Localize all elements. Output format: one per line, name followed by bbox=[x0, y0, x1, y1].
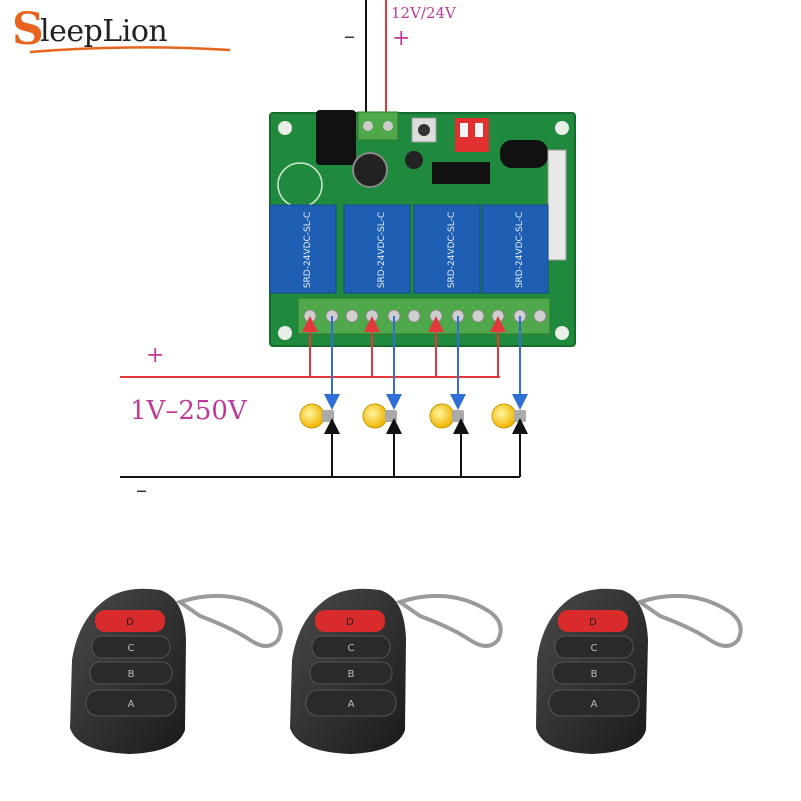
button-label: D bbox=[126, 617, 134, 628]
remote-button-b bbox=[309, 661, 393, 685]
relay-body bbox=[413, 204, 481, 294]
button-label: B bbox=[591, 669, 598, 680]
terminal-screw bbox=[363, 121, 373, 131]
remote-button-c bbox=[91, 635, 171, 659]
load-wires bbox=[324, 316, 528, 410]
remote-button-a bbox=[85, 689, 177, 717]
rf-receiver bbox=[500, 140, 548, 168]
remote-button-d bbox=[558, 610, 628, 632]
bulb-icon bbox=[299, 403, 334, 429]
output-terminal-block bbox=[297, 297, 551, 335]
supply-voltage-label: 12V/24V bbox=[391, 4, 456, 22]
brand-swoosh bbox=[30, 46, 230, 54]
bulb-icon bbox=[429, 403, 464, 429]
learn-button bbox=[411, 117, 437, 143]
brand-name: leepLion bbox=[40, 14, 168, 49]
button-label: B bbox=[128, 669, 135, 680]
supply-plus-label: + bbox=[392, 26, 411, 51]
relay-marking: SRD-24VDC-SL-C bbox=[447, 212, 457, 288]
relay-3: SRD-24VDC-SL-C bbox=[413, 204, 481, 294]
small-capacitor bbox=[405, 151, 423, 169]
keyring bbox=[635, 593, 743, 648]
button-label: C bbox=[591, 643, 598, 654]
supply-wires bbox=[358, 0, 394, 128]
load-minus-label: – bbox=[136, 478, 147, 503]
supply-minus-label: – bbox=[344, 24, 355, 49]
button-label: C bbox=[128, 643, 135, 654]
capacitor bbox=[352, 152, 388, 188]
remote-button-c bbox=[554, 635, 634, 659]
mount-hole bbox=[555, 326, 569, 340]
button-label: A bbox=[591, 699, 598, 710]
positive-load-wires bbox=[120, 316, 506, 378]
rf-antenna-board bbox=[547, 149, 567, 261]
remote-1: D C B A bbox=[70, 588, 283, 754]
learn-button-cap bbox=[418, 124, 430, 136]
bulb-icon bbox=[362, 403, 397, 429]
mount-hole bbox=[555, 121, 569, 135]
relay-body bbox=[343, 204, 411, 294]
remote-button-a bbox=[548, 689, 640, 717]
relay-body bbox=[481, 204, 549, 294]
dip-switch-toggle bbox=[460, 123, 468, 137]
relay-2: SRD-24VDC-SL-C bbox=[343, 204, 411, 294]
remote-button-b bbox=[552, 661, 636, 685]
relay-4: SRD-24VDC-SL-C bbox=[481, 204, 549, 294]
bulb-icon bbox=[491, 403, 526, 429]
light-bulbs bbox=[299, 403, 526, 429]
relay-board: SRD-24VDC-SL-C SRD-24VDC-SL-C SRD-24VDC-… bbox=[269, 110, 576, 347]
negative-return-wires bbox=[120, 418, 528, 478]
ic-chip bbox=[432, 162, 490, 184]
dip-switch-toggle bbox=[475, 123, 483, 137]
relay-body bbox=[269, 204, 337, 294]
remote-button-d bbox=[315, 610, 385, 632]
relay-1: SRD-24VDC-SL-C bbox=[269, 204, 337, 294]
button-label: A bbox=[348, 699, 355, 710]
load-plus-label: + bbox=[146, 343, 165, 368]
terminal-screw bbox=[383, 121, 393, 131]
keyring bbox=[175, 593, 283, 648]
button-label: D bbox=[589, 617, 597, 628]
button-label: D bbox=[346, 617, 354, 628]
relay-marking: SRD-24VDC-SL-C bbox=[303, 212, 313, 288]
dc-jack bbox=[316, 110, 356, 165]
load-voltage-range-label: 1V–250V bbox=[130, 396, 247, 426]
keyring bbox=[395, 593, 503, 648]
remote-3: D C B A bbox=[536, 588, 743, 754]
button-label: A bbox=[128, 699, 135, 710]
remote-button-c bbox=[311, 635, 391, 659]
remote-button-a bbox=[305, 689, 397, 717]
button-label: B bbox=[348, 669, 355, 680]
remote-button-b bbox=[89, 661, 173, 685]
mount-hole bbox=[278, 326, 292, 340]
relay-marking: SRD-24VDC-SL-C bbox=[515, 212, 525, 288]
button-label: C bbox=[348, 643, 355, 654]
remote-2: D C B A bbox=[290, 588, 503, 754]
brand-initial: S bbox=[12, 4, 44, 55]
mount-hole bbox=[278, 121, 292, 135]
remote-button-d bbox=[95, 610, 165, 632]
relay-marking: SRD-24VDC-SL-C bbox=[377, 212, 387, 288]
